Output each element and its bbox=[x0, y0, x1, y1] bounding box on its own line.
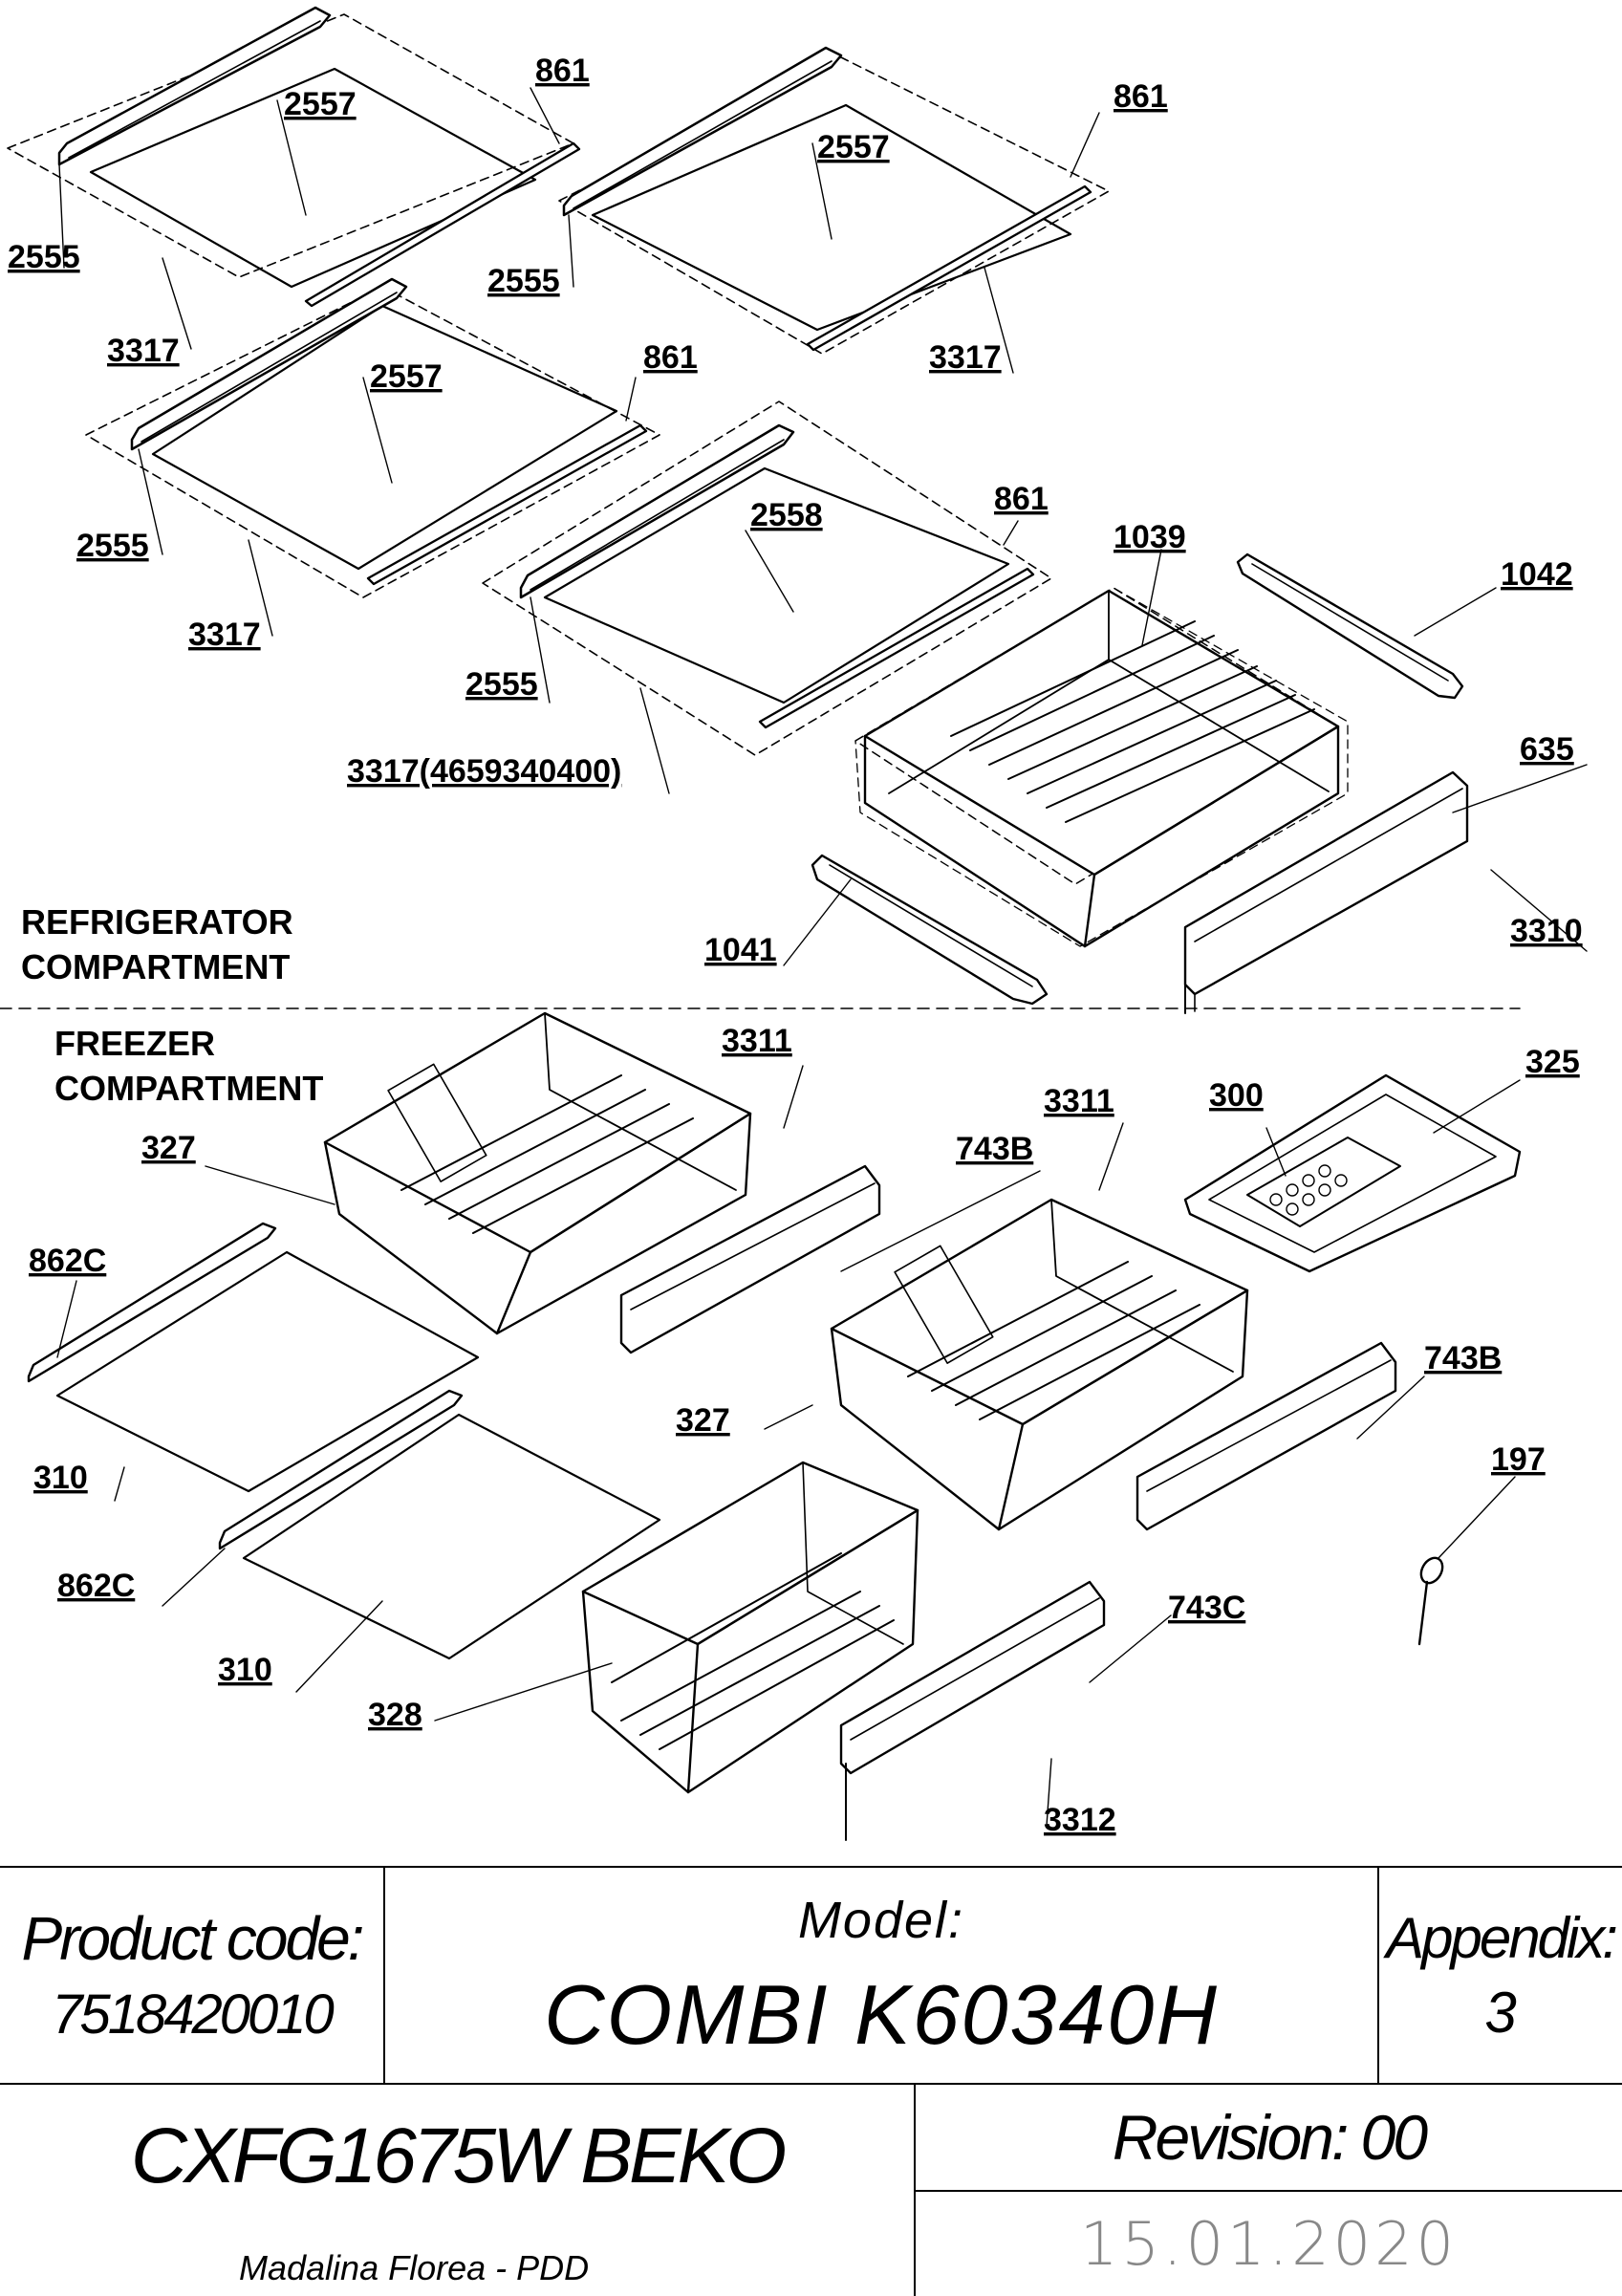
part-label-31: 325 bbox=[1525, 1044, 1580, 1080]
key-197 bbox=[1417, 1556, 1444, 1646]
exploded-parts-drawing: 2557 861 2555 3317 2557 861 2555 3317 25… bbox=[0, 6, 1588, 1841]
part-label-32: 327 bbox=[676, 1402, 730, 1439]
author: Madalina Florea - PDD bbox=[239, 2248, 590, 2287]
date-value: 15.01.2020 bbox=[1080, 2209, 1458, 2279]
part-label-3: 2555 bbox=[8, 239, 80, 275]
freezer-front-743b-middle bbox=[1135, 1341, 1397, 1531]
part-label-33: 743B bbox=[1424, 1340, 1502, 1376]
part-label-23: 327 bbox=[141, 1130, 196, 1166]
freezer-glass-2 bbox=[218, 1389, 661, 1660]
glass-shelf-3 bbox=[85, 277, 660, 598]
part-label-1: 2557 bbox=[284, 86, 357, 122]
product-name: CXFG1675W BEKO bbox=[130, 2112, 787, 2199]
glass-shelf-2 bbox=[558, 46, 1110, 355]
freezer-label-line2: COMPARTMENT bbox=[54, 1069, 323, 1108]
glass-shelf-4 bbox=[482, 401, 1052, 756]
product-code-value: 7518420010 bbox=[52, 1983, 335, 2047]
part-label-13: 2558 bbox=[750, 497, 823, 533]
model-label: Model: bbox=[797, 1891, 965, 1949]
rail-1041 bbox=[811, 854, 1049, 1006]
freezer-glass-1 bbox=[27, 1222, 480, 1493]
part-label-21: 1041 bbox=[704, 932, 777, 968]
freezer-drawer-upper bbox=[323, 1011, 752, 1335]
part-label-22: 3311 bbox=[722, 1023, 792, 1059]
part-label-14: 861 bbox=[994, 481, 1049, 517]
product-code-label: Product code: bbox=[21, 1904, 365, 1974]
revision-cell: Revision: 00 bbox=[916, 2085, 1622, 2192]
part-label-35: 328 bbox=[368, 1697, 422, 1733]
part-label-34: 197 bbox=[1491, 1441, 1546, 1478]
refrigerator-label-line1: REFRIGERATOR bbox=[21, 902, 293, 942]
part-label-19: 635 bbox=[1520, 731, 1574, 768]
part-label-27: 310 bbox=[218, 1652, 272, 1688]
freezer-drawer-middle bbox=[830, 1198, 1249, 1531]
part-label-8: 3317 bbox=[929, 339, 1002, 376]
ice-tray bbox=[1183, 1073, 1522, 1273]
product-name-cell: CXFG1675W BEKO Madalina Florea - PDD bbox=[0, 2085, 916, 2296]
row-divider bbox=[0, 2083, 1622, 2085]
part-label-12: 3317 bbox=[188, 617, 261, 653]
part-label-37: 3312 bbox=[1044, 1802, 1116, 1838]
part-label-16: 3317(4659340400) bbox=[347, 753, 621, 790]
part-label-30: 300 bbox=[1209, 1077, 1264, 1114]
freezer-front-743b-upper bbox=[619, 1164, 881, 1354]
date-cell: 15.01.2020 bbox=[916, 2192, 1622, 2296]
glass-shelf-1 bbox=[7, 6, 581, 308]
revision-value: Revision: 00 bbox=[1112, 2102, 1428, 2173]
part-label-28: 3311 bbox=[1044, 1083, 1114, 1119]
appendix-value: 3 bbox=[1484, 1980, 1517, 2045]
product-code-cell: Product code: 7518420010 bbox=[0, 1868, 385, 2083]
part-label-5: 2557 bbox=[817, 129, 890, 165]
part-label-20: 3310 bbox=[1510, 913, 1583, 949]
part-label-6: 861 bbox=[1114, 78, 1168, 115]
title-block: Product code: 7518420010 Model: COMBI K6… bbox=[0, 1866, 1622, 2296]
part-label-36: 743C bbox=[1168, 1590, 1245, 1626]
freezer-front-743c bbox=[839, 1580, 1106, 1775]
appendix-label: Appendix: bbox=[1386, 1905, 1618, 1970]
part-label-10: 861 bbox=[643, 339, 698, 376]
crisper-drawer bbox=[854, 587, 1349, 948]
part-label-26: 862C bbox=[57, 1568, 135, 1604]
freezer-basket-328 bbox=[581, 1461, 919, 1794]
crisper-cover-635 bbox=[1183, 770, 1469, 1014]
part-label-17: 1039 bbox=[1114, 519, 1186, 555]
refrigerator-label-line2: COMPARTMENT bbox=[21, 947, 290, 986]
rail-1042 bbox=[1236, 552, 1464, 700]
part-label-2: 861 bbox=[535, 53, 590, 89]
part-label-11: 2555 bbox=[76, 528, 149, 564]
part-label-15: 2555 bbox=[465, 666, 538, 703]
model-value: COMBI K60340H bbox=[544, 1966, 1219, 2062]
part-label-7: 2555 bbox=[487, 263, 560, 299]
part-label-4: 3317 bbox=[107, 333, 180, 369]
part-label-29: 743B bbox=[956, 1131, 1033, 1167]
part-label-18: 1042 bbox=[1501, 556, 1573, 593]
part-label-25: 310 bbox=[33, 1460, 88, 1496]
part-label-9: 2557 bbox=[370, 358, 443, 395]
model-cell: Model: COMBI K60340H bbox=[385, 1868, 1379, 2083]
appendix-cell: Appendix: 3 bbox=[1379, 1868, 1622, 2083]
freezer-label-line1: FREEZER bbox=[54, 1024, 215, 1063]
part-label-24: 862C bbox=[29, 1243, 106, 1279]
